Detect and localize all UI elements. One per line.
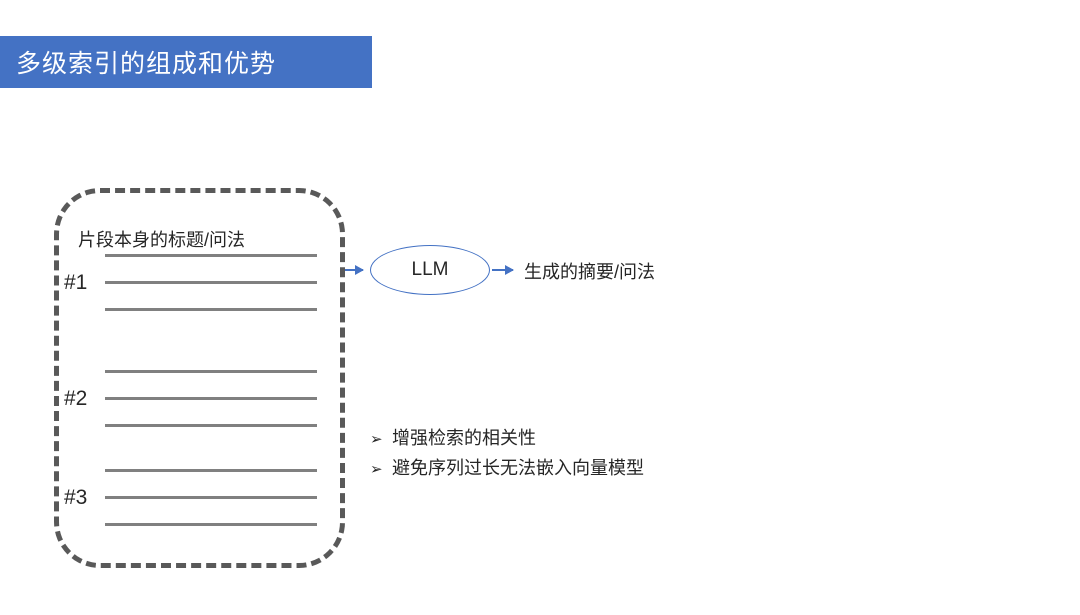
slide-title-banner: 多级索引的组成和优势 [0,36,372,88]
chunk-line [105,281,317,284]
llm-node: LLM [370,245,490,295]
chunk-container [54,188,345,568]
chunk-line [105,424,317,427]
benefits-list: ➢ 增强检索的相关性 ➢ 避免序列过长无法嵌入向量模型 [370,424,644,484]
output-label: 生成的摘要/问法 [524,262,656,282]
chunk-heading-label: 片段本身的标题/问法 [78,230,246,250]
chunk-line [105,469,317,472]
chunk-line [105,308,317,311]
list-item: ➢ 增强检索的相关性 [370,424,644,454]
arrowhead-bullet-icon: ➢ [370,431,383,448]
page-title: 多级索引的组成和优势 [16,50,277,78]
list-item: ➢ 避免序列过长无法嵌入向量模型 [370,454,644,484]
list-item-label: 避免序列过长无法嵌入向量模型 [392,458,644,478]
chunk-line [105,523,317,526]
list-item-label: 增强检索的相关性 [392,428,536,448]
llm-node-label: LLM [411,259,449,280]
arrow-right-icon [345,265,364,275]
chunk-line [105,254,317,257]
arrowhead-bullet-icon: ➢ [370,461,383,478]
chunk-group-label-1: #1 [64,271,88,294]
arrow-right-icon [492,265,514,275]
chunk-line [105,370,317,373]
chunk-line [105,397,317,400]
chunk-group-label-3: #3 [64,486,88,509]
chunk-line [105,496,317,499]
chunk-group-label-2: #2 [64,387,88,410]
